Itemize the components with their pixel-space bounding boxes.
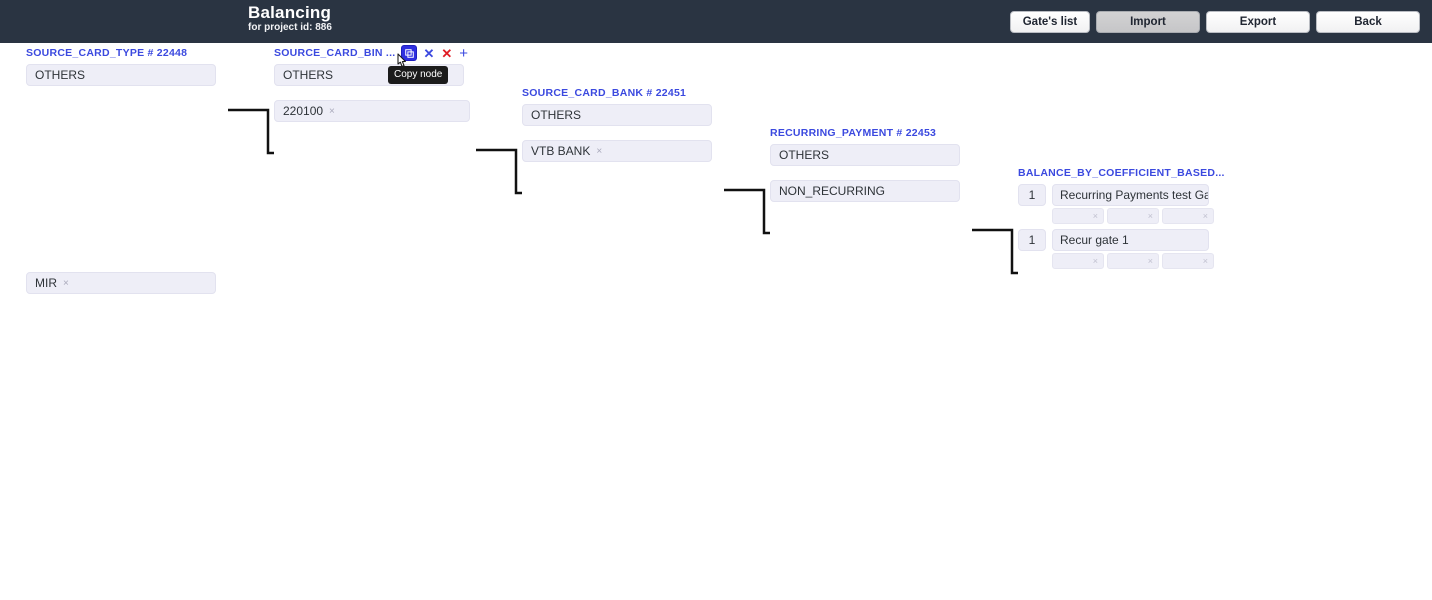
clear-icon[interactable]: ×: [1202, 255, 1208, 266]
field-value: VTB BANK: [531, 144, 591, 158]
cut-node-button[interactable]: ✕: [423, 45, 435, 61]
clear-icon[interactable]: ×: [1147, 255, 1153, 266]
top-bar: Balancing for project id: 886 Gate's lis…: [0, 0, 1432, 43]
gate-subcell-1-3[interactable]: ×: [1162, 208, 1214, 224]
top-bar-actions: Gate's list Import Export Back: [1010, 11, 1420, 33]
node-title-recurring-payment: RECURRING_PAYMENT # 22453: [770, 127, 937, 139]
clear-icon[interactable]: ×: [596, 145, 603, 157]
tree-canvas: SOURCE_CARD_TYPE # 22448 OTHERS MIR × SO…: [0, 43, 1432, 600]
delete-node-button[interactable]: ✕: [441, 45, 453, 61]
project-subtitle: for project id: 886: [248, 22, 332, 33]
field-recurring-payment-non-recurring[interactable]: NON_RECURRING: [770, 180, 960, 202]
clear-icon[interactable]: ×: [1202, 210, 1208, 221]
node-header: BALANCE_BY_COEFFICIENT_BASED...: [1018, 166, 1225, 180]
connector-4: [972, 225, 1018, 281]
node-header: SOURCE_CARD_TYPE # 22448: [26, 46, 216, 60]
export-button[interactable]: Export: [1206, 11, 1310, 33]
node-toolbar: ✕ ✕ +: [402, 46, 468, 61]
gate-entry: 1 Recurring Payments test Gate × × ×: [1018, 184, 1225, 224]
field-source-card-type-default[interactable]: OTHERS: [26, 64, 216, 86]
app-brand: Balancing for project id: 886: [248, 3, 332, 34]
gate-subcell-2-3[interactable]: ×: [1162, 253, 1214, 269]
node-source-card-bank-branch: VTB BANK ×: [522, 140, 712, 162]
node-source-card-type-branch-mir: MIR ×: [26, 272, 216, 294]
clear-icon[interactable]: ×: [1092, 210, 1098, 221]
node-source-card-bin-branch: 220100 ×: [274, 100, 470, 122]
connector-3: [724, 185, 770, 241]
table-row: 1 Recur gate 1: [1018, 229, 1225, 251]
field-source-card-type-mir[interactable]: MIR ×: [26, 272, 216, 294]
add-node-button[interactable]: +: [459, 44, 469, 62]
clear-icon[interactable]: ×: [1147, 210, 1153, 221]
node-source-card-type: SOURCE_CARD_TYPE # 22448 OTHERS: [26, 46, 216, 86]
back-button[interactable]: Back: [1316, 11, 1420, 33]
field-value: 220100: [283, 104, 324, 118]
node-recurring-payment: RECURRING_PAYMENT # 22453 OTHERS: [770, 126, 960, 166]
node-title-balance-by-coefficient: BALANCE_BY_COEFFICIENT_BASED...: [1018, 167, 1225, 179]
node-header: RECURRING_PAYMENT # 22453: [770, 126, 960, 140]
copy-node-button[interactable]: [402, 46, 417, 60]
field-value: MIR: [35, 276, 57, 290]
page-title: Balancing: [248, 3, 332, 22]
clear-icon[interactable]: ×: [63, 277, 69, 289]
gate-subcell-2-2[interactable]: ×: [1107, 253, 1159, 269]
gate-subcells-2: × × ×: [1052, 253, 1225, 269]
node-header: SOURCE_CARD_BANK # 22451: [522, 86, 712, 100]
node-recurring-payment-branch: NON_RECURRING: [770, 180, 960, 202]
gate-subcell-1-1[interactable]: ×: [1052, 208, 1104, 224]
gate-name-value: Recur gate 1: [1060, 233, 1129, 247]
copy-icon: [405, 48, 414, 58]
field-value: NON_RECURRING: [779, 184, 886, 198]
clear-icon[interactable]: ×: [1092, 255, 1098, 266]
gate-name-input-2[interactable]: Recur gate 1: [1052, 229, 1209, 251]
field-value: OTHERS: [283, 68, 334, 82]
field-source-card-bank-vtb[interactable]: VTB BANK ×: [522, 140, 712, 162]
field-source-card-bank-default[interactable]: OTHERS: [522, 104, 712, 126]
gate-name-input-1[interactable]: Recurring Payments test Gate: [1052, 184, 1209, 206]
connector-2: [476, 145, 522, 201]
gate-subcells-1: × × ×: [1052, 208, 1225, 224]
gate-entry: 1 Recur gate 1 × × ×: [1018, 229, 1225, 269]
field-value: OTHERS: [779, 148, 830, 162]
node-header: SOURCE_CARD_BIN ... ✕ ✕ +: [274, 46, 468, 61]
field-source-card-bin-220100[interactable]: 220100 ×: [274, 100, 470, 122]
table-row: 1 Recurring Payments test Gate: [1018, 184, 1225, 206]
clear-icon[interactable]: ×: [329, 105, 335, 117]
connector-1: [228, 105, 274, 161]
node-title-source-card-bank: SOURCE_CARD_BANK # 22451: [522, 87, 687, 99]
node-balance-by-coefficient: BALANCE_BY_COEFFICIENT_BASED... 1 Recurr…: [1018, 166, 1225, 269]
gates-list-button[interactable]: Gate's list: [1010, 11, 1090, 33]
field-value: OTHERS: [531, 108, 582, 122]
node-title-source-card-bin: SOURCE_CARD_BIN ...: [274, 47, 396, 59]
field-value: OTHERS: [35, 68, 86, 82]
coefficient-input-2[interactable]: 1: [1018, 229, 1046, 251]
field-recurring-payment-default[interactable]: OTHERS: [770, 144, 960, 166]
gate-name-value: Recurring Payments test Gate: [1060, 188, 1209, 202]
gate-subcell-1-2[interactable]: ×: [1107, 208, 1159, 224]
node-source-card-bank: SOURCE_CARD_BANK # 22451 OTHERS: [522, 86, 712, 126]
coefficient-input-1[interactable]: 1: [1018, 184, 1046, 206]
tooltip-copy-node: Copy node: [388, 66, 449, 84]
node-title-source-card-type: SOURCE_CARD_TYPE # 22448: [26, 47, 188, 59]
gate-subcell-2-1[interactable]: ×: [1052, 253, 1104, 269]
import-button[interactable]: Import: [1096, 11, 1200, 33]
